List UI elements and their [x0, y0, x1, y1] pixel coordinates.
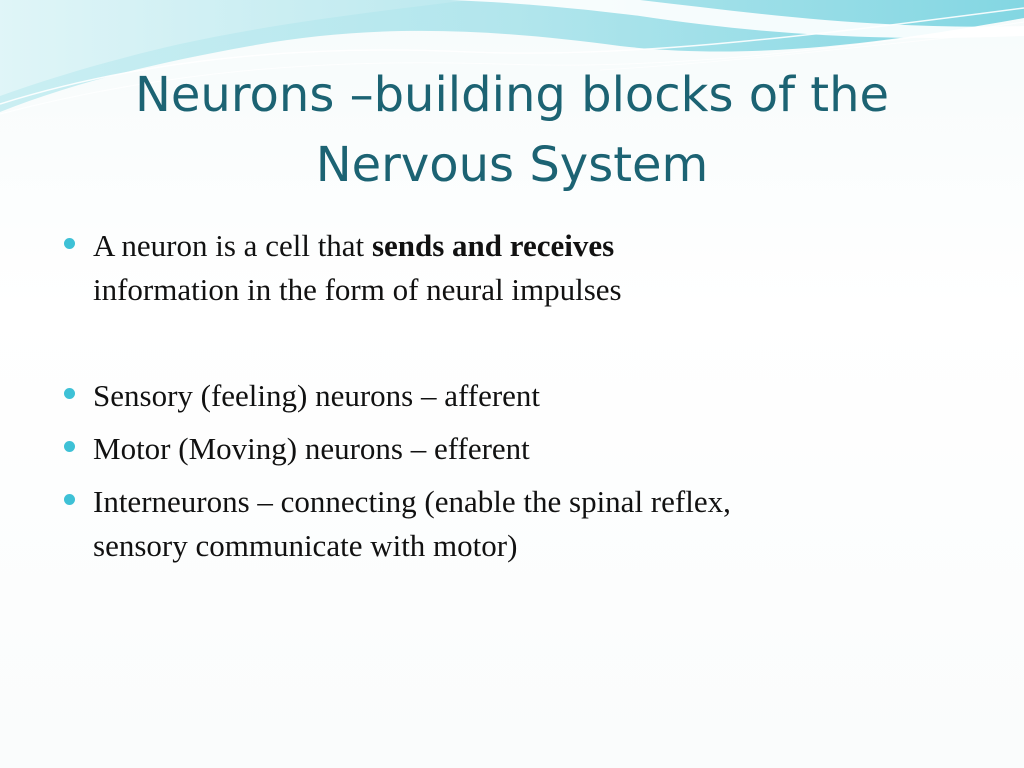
bullet-dot-icon: [64, 441, 75, 452]
bullet-item: A neuron is a cell that sends and receiv…: [62, 224, 962, 312]
slide-title-line1: Neurons –building blocks of the: [134, 67, 890, 123]
bullet-dot-icon: [64, 388, 75, 399]
bullet-dot-icon: [64, 494, 75, 505]
bullet-dot-icon: [64, 238, 75, 249]
slide-title: Neurons –building blocks of the Nervous …: [60, 60, 964, 200]
bullet-4-text-line1: Interneurons – connecting (enable the sp…: [93, 484, 731, 519]
wave-line-2: [0, 21, 1024, 115]
bullet-item: Sensory (feeling) neurons – afferent: [62, 374, 962, 418]
slide-body: A neuron is a cell that sends and receiv…: [62, 224, 962, 568]
wave-band-top: [0, 0, 470, 96]
bullet-4-text-line2: sensory communicate with motor): [93, 528, 518, 563]
slide-title-line2: Nervous System: [315, 137, 709, 193]
wave-band-white: [450, 0, 1024, 38]
wave-line-3: [599, 29, 1024, 71]
wave-decoration: [0, 0, 1024, 115]
bullet-2-text: Sensory (feeling) neurons – afferent: [93, 378, 541, 413]
bullet-item: Motor (Moving) neurons – efferent: [62, 427, 962, 471]
bullet-item: Interneurons – connecting (enable the sp…: [62, 480, 962, 568]
bullet-1-bold-text: sends and receives: [371, 228, 615, 263]
bullet-1-text: A neuron is a cell that: [93, 228, 372, 263]
wave-line-1: [0, 7, 1024, 105]
bullet-3-text: Motor (Moving) neurons – efferent: [93, 431, 530, 466]
bullet-1-continuation: information in the form of neural impuls…: [93, 272, 622, 307]
